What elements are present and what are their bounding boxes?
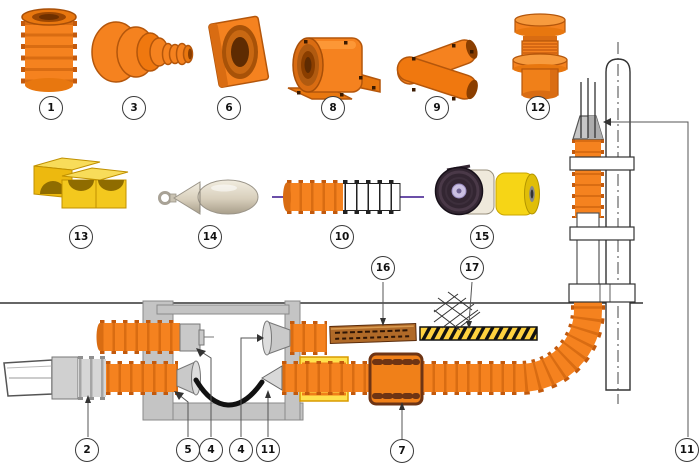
reducer-fitting-illustration — [91, 21, 194, 83]
mesh-symbol — [433, 291, 481, 331]
callout-14: 14 — [198, 225, 222, 249]
riser-guard-pipe — [576, 212, 600, 290]
callout-11a: 11 — [256, 438, 280, 462]
y-branch-illustration — [396, 39, 478, 101]
callout-11-pole: 11 — [675, 438, 699, 462]
warning-tape-printed — [329, 322, 417, 345]
callout-15: 15 — [470, 225, 494, 249]
leader-arrowheads — [85, 118, 611, 410]
leader-lines — [87, 121, 689, 439]
callout-9: 9 — [425, 96, 449, 120]
corrugated-pipe-illustration — [21, 8, 77, 92]
split-coupling-illustration — [287, 37, 381, 100]
callout-4a: 4 — [199, 438, 223, 462]
callout-12: 12 — [526, 96, 550, 120]
duct-cleat-illustration — [33, 157, 129, 209]
callout-17: 17 — [460, 256, 484, 280]
wall-flange-illustration — [208, 15, 270, 88]
upper-left-duct — [96, 320, 180, 354]
callout-10: 10 — [330, 225, 354, 249]
callout-3: 3 — [122, 96, 146, 120]
callout-4b: 4 — [229, 438, 253, 462]
end-adapter-illustration — [512, 13, 568, 100]
callout-16: 16 — [371, 256, 395, 280]
callout-6: 6 — [217, 96, 241, 120]
bell-mouth-right — [262, 320, 291, 356]
cables-to-pole — [580, 78, 596, 138]
duct-coupling — [368, 352, 424, 406]
callout-8: 8 — [321, 96, 345, 120]
pipe-to-duct-coupling — [51, 356, 106, 400]
warning-tape-hatched — [419, 326, 538, 341]
mandrel-illustration — [158, 179, 259, 215]
callout-7: 7 — [390, 439, 414, 463]
callout-5: 5 — [176, 438, 200, 462]
buried-duct-run — [282, 298, 605, 395]
smooth-pipe — [3, 359, 53, 397]
duct-with-pilot-line-illustration — [272, 180, 424, 214]
callout-13: 13 — [69, 225, 93, 249]
pole-straps — [568, 156, 636, 303]
callout-2: 2 — [75, 438, 99, 462]
sealing-tapes-illustration — [434, 164, 540, 216]
cable-entry-cone — [261, 365, 283, 391]
duct-end-cap — [179, 323, 214, 352]
utility-pole — [605, 42, 631, 404]
cable — [193, 377, 265, 408]
callout-1: 1 — [39, 96, 63, 120]
